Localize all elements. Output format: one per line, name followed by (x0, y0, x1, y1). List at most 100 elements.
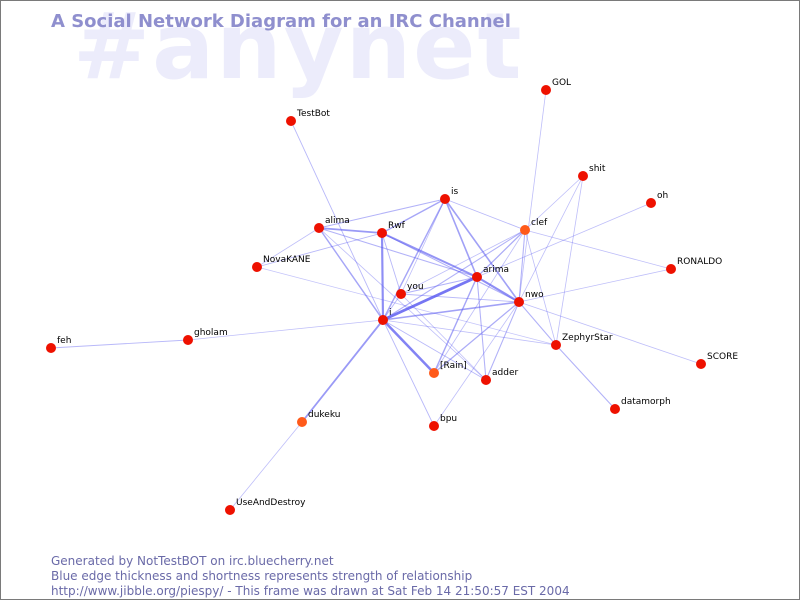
edge-alima-arima (318, 227, 478, 278)
node-NovaKANE[interactable]: NovaKANE (252, 255, 311, 272)
edge-i-adder (382, 319, 487, 381)
node-GOL[interactable]: GOL (541, 78, 571, 95)
node-dot-RONALDO[interactable] (666, 264, 676, 274)
edge-i-TestBot (290, 120, 384, 321)
footer: Generated by NotTestBOT on irc.bluecherr… (51, 554, 570, 599)
edge-nwo-you (400, 293, 520, 303)
node-label-TestBot: TestBot (296, 109, 330, 119)
node-label-NovaKANE: NovaKANE (263, 255, 311, 265)
edge-nwo-shit (518, 175, 584, 303)
edge-clef-ZephyrStar (524, 229, 557, 346)
edge-i-Rain (381, 318, 436, 375)
node-label-i: i (389, 308, 392, 318)
edge-arima-you (400, 276, 478, 295)
edge-arima-oh (476, 202, 652, 278)
node-Rain[interactable]: [Rain] (429, 361, 467, 378)
node-SCORE[interactable]: SCORE (696, 352, 738, 369)
node-dot-oh[interactable] (646, 198, 656, 208)
node-label-clef: clef (531, 218, 548, 228)
node-dot-you[interactable] (396, 289, 406, 299)
node-datamorph[interactable]: datamorph (610, 397, 671, 414)
edge-i-bpu (382, 319, 435, 427)
node-TestBot[interactable]: TestBot (286, 109, 330, 126)
edge-Rwf-NovaKANE (256, 232, 383, 268)
node-gholam[interactable]: gholam (183, 328, 228, 345)
node-i[interactable]: i (378, 308, 392, 325)
node-shit[interactable]: shit (578, 164, 606, 181)
edge-i-you (382, 293, 402, 321)
node-adder[interactable]: adder (481, 368, 518, 385)
node-label-is: is (451, 187, 459, 197)
edge-i-gholam (187, 319, 384, 341)
node-label-SCORE: SCORE (707, 352, 738, 362)
edge-alima-NovaKANE (256, 227, 320, 268)
node-dot-TestBot[interactable] (286, 116, 296, 126)
node-nwo[interactable]: nwo (514, 290, 544, 307)
node-dot-datamorph[interactable] (610, 404, 620, 414)
edge-Rwf-arima (381, 232, 478, 278)
edge-ZephyrStar-shit (555, 175, 584, 346)
edge-i-ZephyrStar (382, 319, 557, 346)
node-dot-dukeku[interactable] (297, 417, 307, 427)
edge-gholam-feh (50, 339, 189, 349)
edge-Rwf-nwo (381, 232, 520, 303)
node-dot-nwo[interactable] (514, 297, 524, 307)
node-feh[interactable]: feh (46, 336, 71, 353)
node-dot-NovaKANE[interactable] (252, 262, 262, 272)
node-bpu[interactable]: bpu (429, 414, 457, 431)
footer-source-and-timestamp[interactable]: http://www.jibble.org/piespy/ - This fra… (51, 584, 570, 598)
node-dot-Rain[interactable] (429, 368, 439, 378)
edge-nwo-RONALDO (518, 268, 672, 303)
node-arima[interactable]: arima (472, 265, 509, 282)
node-UseAndDestroy[interactable]: UseAndDestroy (225, 498, 306, 515)
node-oh[interactable]: oh (646, 191, 668, 208)
edge-clef-arima (476, 229, 526, 278)
node-label-arima: arima (483, 265, 509, 275)
node-clef[interactable]: clef (520, 218, 548, 235)
node-dot-shit[interactable] (578, 171, 588, 181)
node-is[interactable]: is (440, 187, 459, 204)
edge-alima-is (318, 198, 446, 229)
node-dot-feh[interactable] (46, 343, 56, 353)
node-RONALDO[interactable]: RONALDO (666, 257, 722, 274)
node-dot-bpu[interactable] (429, 421, 439, 431)
node-label-RONALDO: RONALDO (677, 257, 722, 267)
node-dot-adder[interactable] (481, 375, 491, 385)
edge-nwo-Rain (433, 301, 520, 374)
node-label-nwo: nwo (525, 290, 544, 300)
node-dot-GOL[interactable] (541, 85, 551, 95)
node-label-GOL: GOL (552, 78, 571, 88)
node-label-oh: oh (657, 191, 668, 201)
node-dot-alima[interactable] (314, 223, 324, 233)
edge-i-Rwf (380, 231, 385, 322)
node-label-ZephyrStar: ZephyrStar (562, 333, 613, 343)
node-dot-ZephyrStar[interactable] (551, 340, 561, 350)
node-dot-gholam[interactable] (183, 335, 193, 345)
edge-i-clef (382, 229, 526, 321)
node-dot-SCORE[interactable] (696, 359, 706, 369)
node-dot-is[interactable] (440, 194, 450, 204)
edge-i-dukeku (301, 319, 384, 423)
edge-is-arima (444, 198, 478, 278)
node-dot-clef[interactable] (520, 225, 530, 235)
edge-is-nwo (444, 198, 520, 303)
node-dot-arima[interactable] (472, 272, 482, 282)
node-ZephyrStar[interactable]: ZephyrStar (551, 333, 613, 350)
node-label-UseAndDestroy: UseAndDestroy (236, 498, 306, 508)
node-dot-i[interactable] (378, 315, 388, 325)
channel-watermark: #anynet (73, 0, 524, 100)
node-label-Rwf: Rwf (388, 221, 406, 231)
node-Rwf[interactable]: Rwf (377, 221, 406, 238)
node-dukeku[interactable]: dukeku (297, 410, 340, 427)
edge-i-nwo (382, 301, 520, 321)
node-dot-UseAndDestroy[interactable] (225, 505, 235, 515)
edge-Rwf-you (381, 232, 402, 295)
edge-nwo-SCORE (518, 301, 702, 365)
node-you[interactable]: you (396, 282, 424, 299)
node-alima[interactable]: alima (314, 216, 350, 233)
node-dot-Rwf[interactable] (377, 228, 387, 238)
edge-you-adder (400, 293, 487, 381)
edge-Rwf-is (381, 198, 446, 234)
